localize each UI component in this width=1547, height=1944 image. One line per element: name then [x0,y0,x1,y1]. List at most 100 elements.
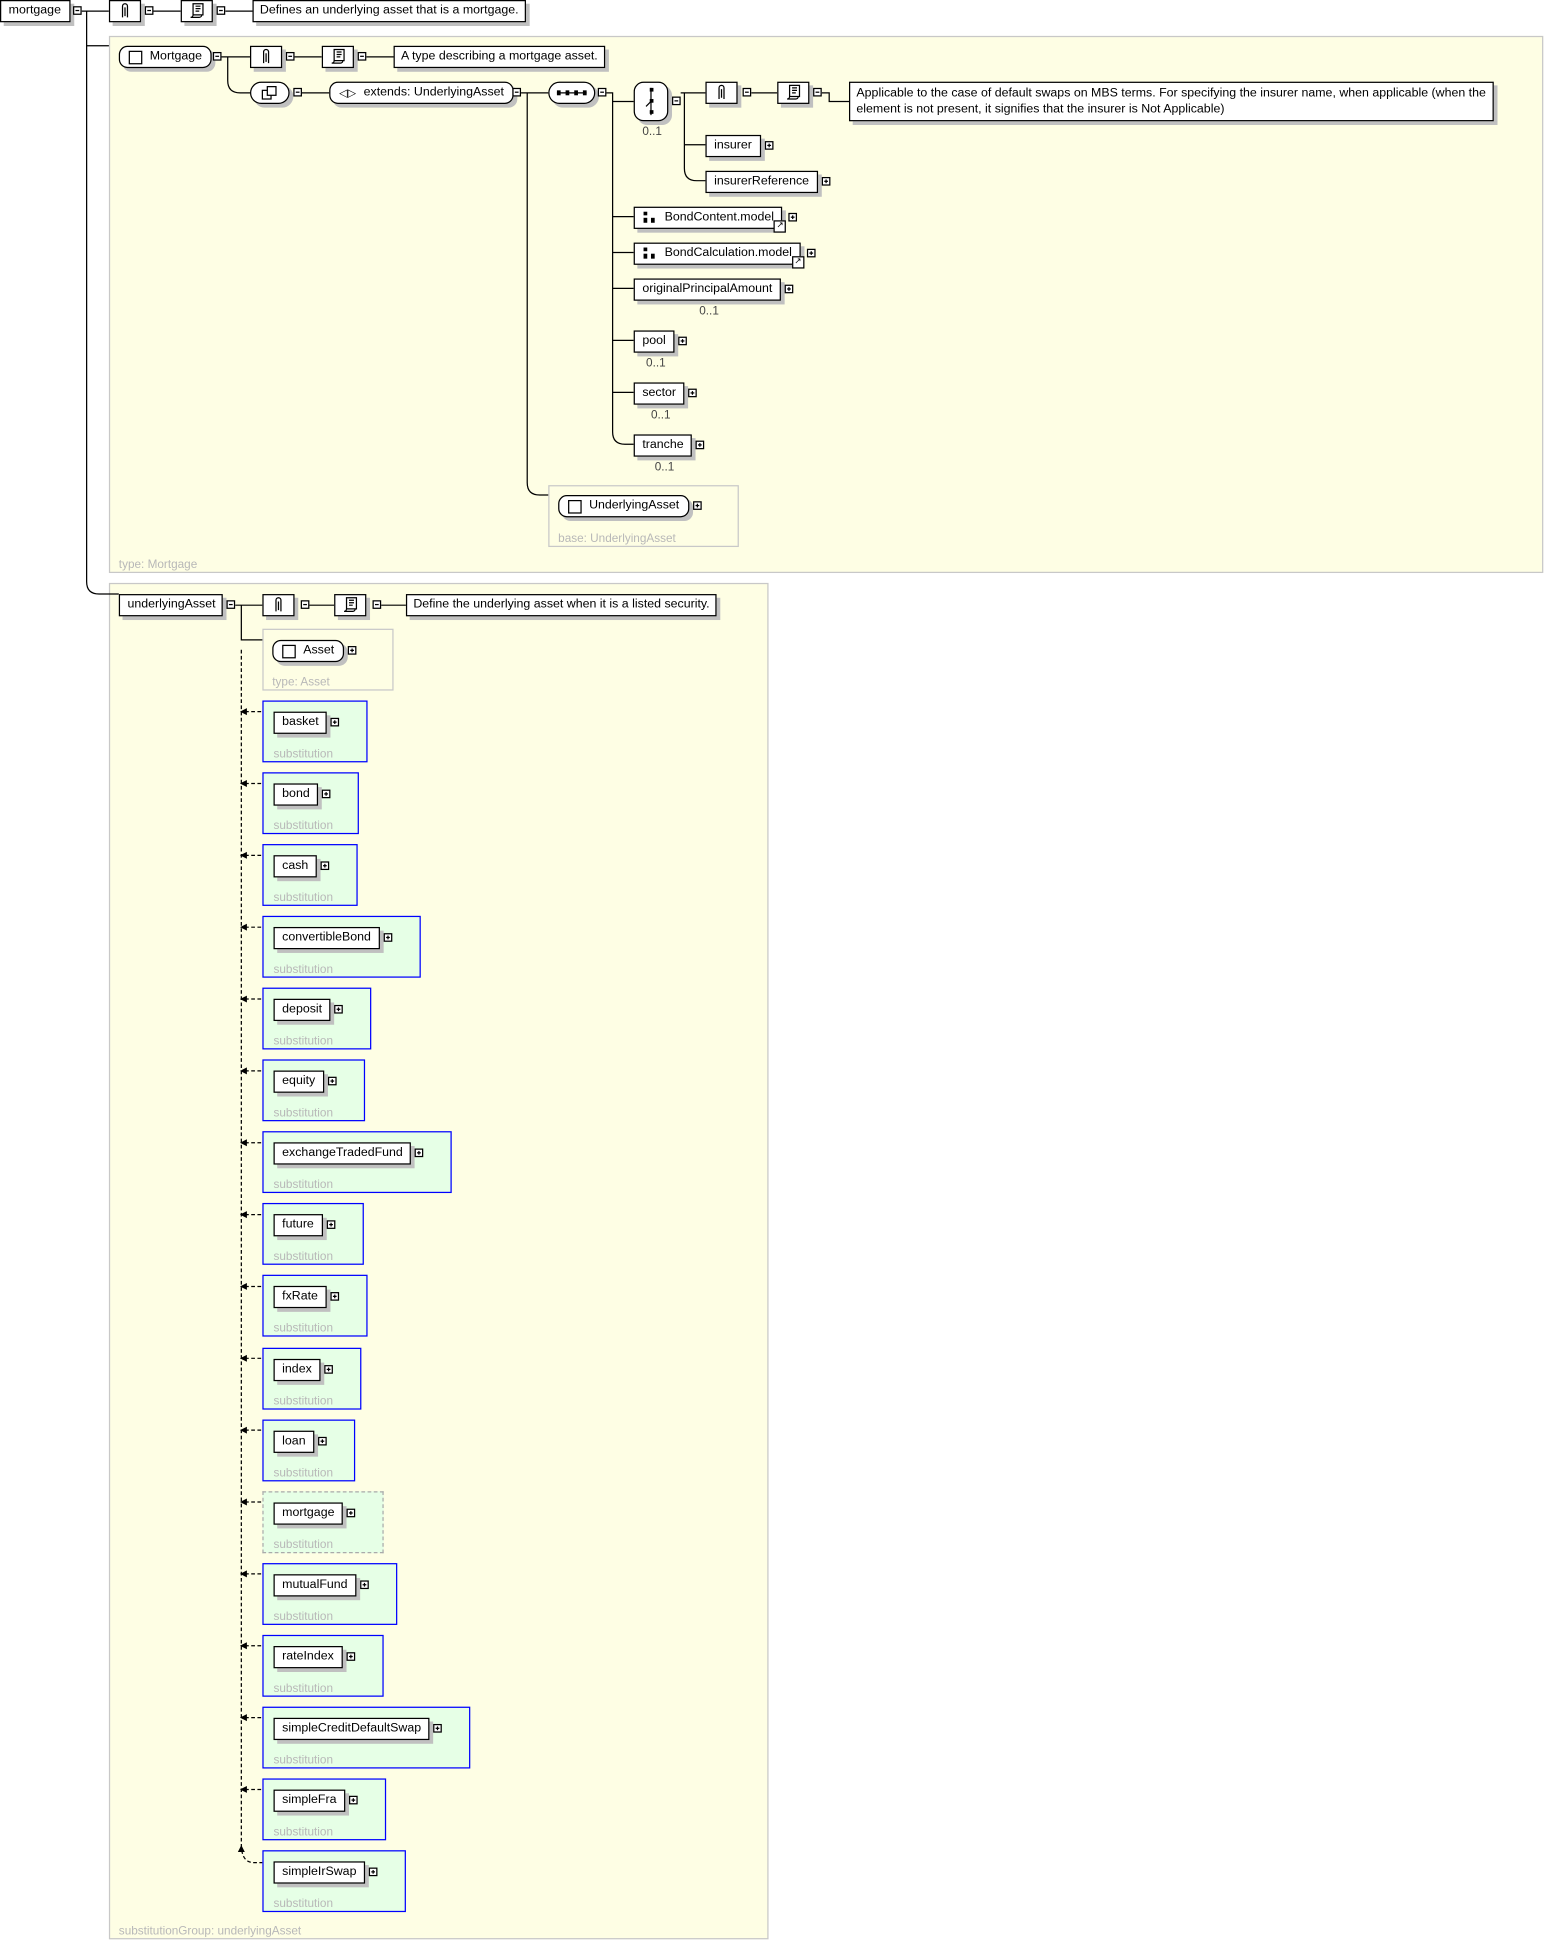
documentation-node[interactable] [777,81,810,104]
complex-type-icon [568,499,582,513]
element-bond[interactable]: bond [273,783,319,806]
complex-content-node[interactable] [249,81,290,104]
collapse-toggle[interactable] [742,87,752,97]
element-future[interactable]: future [273,1214,323,1237]
reference-arrow-icon: ↗ [791,256,805,269]
annotation-node[interactable] [249,45,283,69]
documentation-node[interactable] [321,45,354,69]
complex-type-underlying-asset[interactable]: UnderlyingAsset [558,495,690,518]
annotation-node[interactable] [705,81,738,104]
collapse-toggle[interactable] [285,51,295,61]
element-index[interactable]: index [273,1358,321,1381]
element-fxRate[interactable]: fxRate [273,1286,327,1309]
arrowhead-icon [239,1139,247,1147]
collapse-toggle[interactable] [300,600,310,609]
arrowhead-icon [239,923,247,931]
element-underlying-asset[interactable]: underlyingAsset [118,594,223,617]
annotation-node[interactable] [262,594,295,617]
collapse-toggle[interactable] [672,96,681,106]
collapse-toggle[interactable] [212,51,222,61]
expand-toggle[interactable] [321,789,331,799]
expand-toggle[interactable] [383,933,393,943]
expand-toggle[interactable] [334,1005,343,1014]
element-mortgage[interactable]: mortgage [273,1502,344,1525]
expand-toggle[interactable] [414,1148,424,1158]
element-rateIndex[interactable]: rateIndex [273,1645,343,1668]
expand-toggle[interactable] [347,646,357,655]
expand-toggle[interactable] [346,1651,356,1661]
annotation-node[interactable] [108,0,142,23]
expand-toggle[interactable] [318,1436,327,1446]
arrowhead-icon [239,1714,247,1722]
paperclip-icon [262,48,270,64]
expand-toggle[interactable] [360,1580,369,1589]
element-sector[interactable]: sector [633,382,685,405]
extension-node[interactable]: ◁▷extends: UnderlyingAsset [329,81,514,104]
element-simpleFra[interactable]: simpleFra [273,1789,346,1812]
collapse-toggle[interactable] [597,87,607,97]
collapse-toggle[interactable] [144,6,154,15]
collapse-toggle[interactable] [372,600,382,609]
group-bond-calculation-model[interactable]: BondCalculation.model ↗ [633,242,805,269]
collapse-toggle[interactable] [73,6,82,15]
element-insurer[interactable]: insurer [705,134,761,158]
collapse-toggle[interactable] [512,87,522,97]
expand-toggle[interactable] [368,1867,378,1877]
element-pool[interactable]: pool [633,330,675,353]
expand-toggle[interactable] [764,141,774,150]
substitution-label: substitution [273,963,333,977]
occurrence-label: 0..1 [646,356,666,371]
expand-toggle[interactable] [788,212,798,222]
expand-toggle[interactable] [784,284,794,294]
expand-toggle[interactable] [330,717,340,727]
element-simpleCreditDefaultSwap[interactable]: simpleCreditDefaultSwap [273,1717,430,1740]
element-exchangeTradedFund[interactable]: exchangeTradedFund [273,1142,412,1166]
arrowhead-icon [239,1642,247,1650]
expand-toggle[interactable] [327,1077,337,1086]
element-cash[interactable]: cash [273,855,317,878]
expand-toggle[interactable] [806,248,816,258]
collapse-toggle[interactable] [813,87,822,97]
element-simpleIrSwap[interactable]: simpleIrSwap [273,1861,366,1884]
arrowhead-icon [239,1570,247,1578]
collapse-toggle[interactable] [293,87,302,97]
expand-toggle[interactable] [695,440,705,450]
collapse-toggle[interactable] [226,600,236,609]
element-original-principal-amount[interactable]: originalPrincipalAmount [633,278,782,301]
element-equity[interactable]: equity [273,1070,324,1094]
choice-node[interactable] [633,81,669,122]
element-mutualFund[interactable]: mutualFund [273,1573,357,1597]
expand-toggle[interactable] [346,1508,356,1517]
collapse-toggle[interactable] [357,51,367,61]
expand-toggle[interactable] [326,1220,336,1230]
documentation-node[interactable] [334,594,367,617]
element-convertibleBond[interactable]: convertibleBond [273,927,380,950]
complex-type-asset[interactable]: Asset [272,639,345,663]
element-insurer-reference[interactable]: insurerReference [705,170,818,194]
arrowhead-icon [239,1498,247,1506]
expand-toggle[interactable] [693,501,702,510]
element-loan[interactable]: loan [273,1430,315,1453]
expand-toggle[interactable] [678,336,687,346]
expand-toggle[interactable] [688,388,697,398]
element-tranche[interactable]: tranche [633,434,693,457]
element-deposit[interactable]: deposit [273,999,331,1022]
element-basket[interactable]: basket [273,711,328,734]
collapse-toggle[interactable] [216,6,226,15]
expand-toggle[interactable] [433,1723,442,1733]
substitution-label: substitution [273,819,333,833]
documentation-node[interactable] [180,0,213,23]
expand-toggle[interactable] [330,1292,340,1302]
element-mortgage[interactable]: mortgage [0,0,71,23]
expand-toggle[interactable] [821,176,831,186]
substitution-label: substitution [273,1034,333,1049]
complex-type-mortgage[interactable]: Mortgage [118,45,212,69]
sequence-node[interactable] [548,81,596,104]
expand-toggle[interactable] [324,1364,333,1374]
expand-toggle[interactable] [320,861,330,871]
group-bond-content-model[interactable]: BondContent.model ↗ [633,206,787,233]
expand-toggle[interactable] [349,1795,358,1805]
